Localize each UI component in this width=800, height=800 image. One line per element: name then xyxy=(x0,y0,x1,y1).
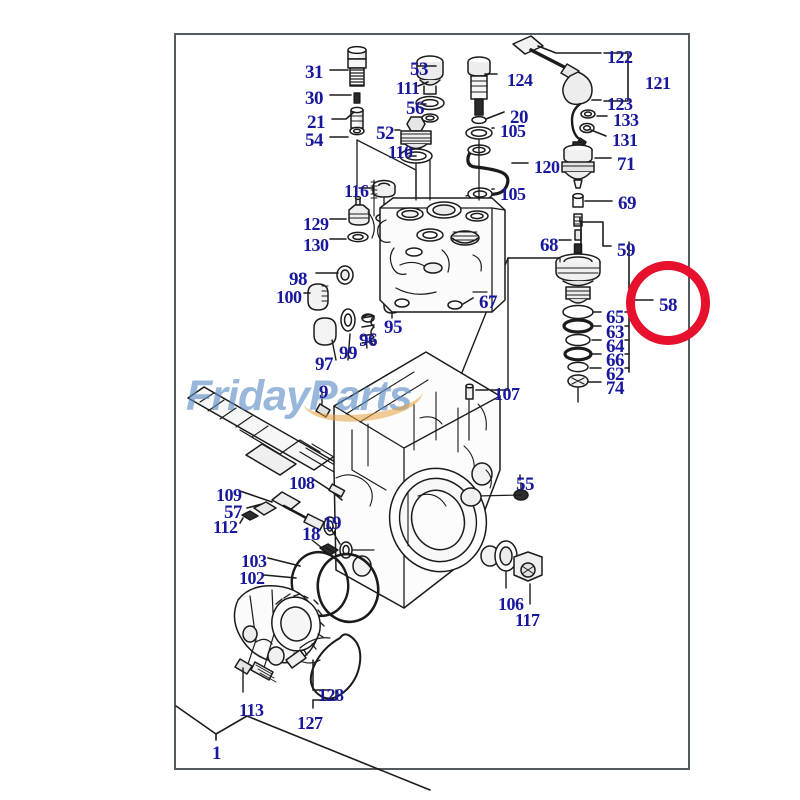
callout-103[interactable]: 103 xyxy=(241,551,267,571)
callout-62[interactable]: 62 xyxy=(606,364,625,385)
callout-131[interactable]: 131 xyxy=(612,130,638,150)
callout-69[interactable]: 69 xyxy=(618,193,637,214)
callout-117[interactable]: 117 xyxy=(515,610,540,630)
callout-19[interactable]: 19 xyxy=(323,513,342,534)
callout-54[interactable]: 54 xyxy=(305,130,324,151)
callout-116[interactable]: 116 xyxy=(344,181,369,201)
callout-99[interactable]: 99 xyxy=(339,343,358,364)
callout-74[interactable]: 74 xyxy=(606,378,625,399)
callout-111[interactable]: 111 xyxy=(396,78,420,98)
callout-105[interactable]: 105 xyxy=(500,121,526,141)
callout-130[interactable]: 130 xyxy=(303,235,329,255)
callout-107[interactable]: 107 xyxy=(494,384,520,404)
highlight-ring-part-58 xyxy=(626,261,710,345)
callout-123[interactable]: 123 xyxy=(607,94,633,114)
callout-102[interactable]: 102 xyxy=(239,568,265,588)
callout-59[interactable]: 59 xyxy=(617,240,636,261)
callout-133[interactable]: 133 xyxy=(613,110,639,130)
callout-105[interactable]: 105 xyxy=(500,184,526,204)
callout-56[interactable]: 56 xyxy=(406,98,425,119)
callout-127[interactable]: 127 xyxy=(297,713,323,733)
callout-9[interactable]: 9 xyxy=(319,382,329,403)
callout-1[interactable]: 1 xyxy=(212,743,222,764)
callout-112[interactable]: 112 xyxy=(213,517,238,537)
callout-120[interactable]: 120 xyxy=(534,157,560,177)
callout-30[interactable]: 30 xyxy=(305,88,324,109)
callout-96[interactable]: 96 xyxy=(359,330,378,351)
callout-108[interactable]: 108 xyxy=(289,473,315,493)
callout-109[interactable]: 109 xyxy=(216,485,242,505)
callout-18[interactable]: 18 xyxy=(302,524,321,545)
callout-71[interactable]: 71 xyxy=(617,154,636,175)
callout-20[interactable]: 20 xyxy=(510,107,529,128)
callout-100[interactable]: 100 xyxy=(276,287,302,307)
callout-65[interactable]: 65 xyxy=(606,307,625,328)
callout-58[interactable]: 58 xyxy=(659,295,678,316)
callout-21[interactable]: 21 xyxy=(307,112,326,133)
callout-95[interactable]: 95 xyxy=(384,317,403,338)
callout-97[interactable]: 97 xyxy=(315,354,334,375)
diagram-frame xyxy=(174,33,690,770)
callout-106[interactable]: 106 xyxy=(498,594,524,614)
callout-122[interactable]: 122 xyxy=(607,47,633,67)
callout-110[interactable]: 110 xyxy=(388,142,413,162)
callout-63[interactable]: 63 xyxy=(606,322,625,343)
callout-52[interactable]: 52 xyxy=(376,123,395,144)
callout-98[interactable]: 98 xyxy=(289,269,308,290)
callout-66[interactable]: 66 xyxy=(606,350,625,371)
callout-124[interactable]: 124 xyxy=(507,70,533,90)
callout-31[interactable]: 31 xyxy=(305,62,324,83)
callout-55[interactable]: 55 xyxy=(516,474,535,495)
callout-128[interactable]: 128 xyxy=(318,685,344,705)
callout-68[interactable]: 68 xyxy=(540,235,559,256)
callout-121[interactable]: 121 xyxy=(645,73,671,93)
callout-64[interactable]: 64 xyxy=(606,336,625,357)
callout-57[interactable]: 57 xyxy=(224,502,243,523)
callout-129[interactable]: 129 xyxy=(303,214,329,234)
callout-67[interactable]: 67 xyxy=(479,292,498,313)
callout-113[interactable]: 113 xyxy=(239,700,264,720)
callout-53[interactable]: 53 xyxy=(410,59,429,80)
